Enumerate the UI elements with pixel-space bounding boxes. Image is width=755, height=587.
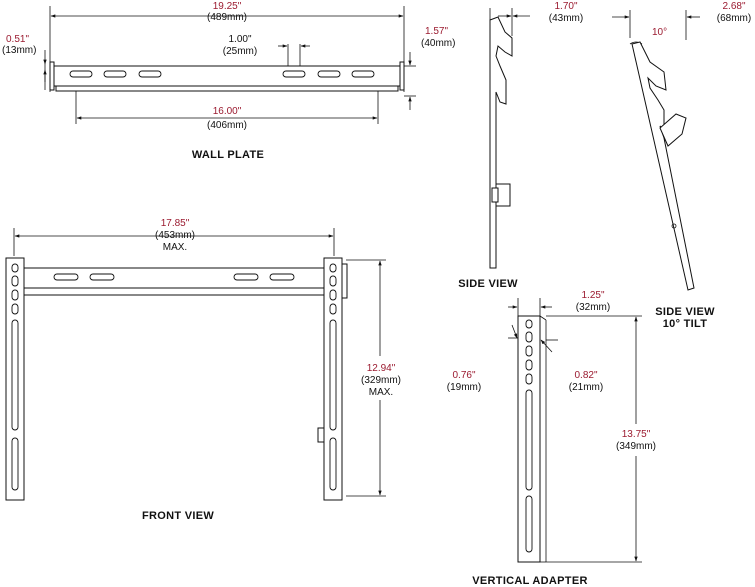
front-width-note: MAX.: [163, 242, 187, 253]
center-span-in: 16.00": [213, 106, 242, 117]
front-width-in: 17.85": [161, 218, 190, 229]
tilt-profile: [631, 41, 695, 291]
front-width-mm: (453mm): [155, 230, 195, 241]
front-height-note: MAX.: [369, 387, 393, 398]
side-view: 1.70" (43mm) SIDE VIEW: [458, 1, 583, 290]
vertical-adapter-title: VERTICAL ADAPTER: [472, 575, 587, 587]
adapter-length-in: 13.75": [622, 429, 651, 440]
front-view-title: FRONT VIEW: [142, 510, 214, 522]
side-view-title: SIDE VIEW: [458, 278, 518, 290]
plate-height-mm: (40mm): [421, 38, 455, 49]
front-height-mm: (329mm): [361, 375, 401, 386]
wall-plate-view: 19.25" (489mm) 1.00" (25mm) 0.51" (13mm)…: [2, 1, 455, 161]
adapter-left-offset-in: 0.76": [452, 370, 475, 381]
tilt-depth-mm: (68mm): [717, 13, 751, 24]
adapter-slot-offset-in: 0.82": [574, 370, 597, 381]
adapter-left-offset-mm: (19mm): [447, 382, 481, 393]
adapter-width-in: 1.25": [581, 290, 604, 301]
slot-spacing-in: 1.00": [228, 34, 251, 45]
left-offset-in: 0.51": [6, 34, 29, 45]
tilt-title-line1: SIDE VIEW: [655, 306, 715, 318]
side-depth-mm: (43mm): [549, 13, 583, 24]
side-depth-in: 1.70": [554, 1, 577, 12]
side-view-tilt: 2.68" (68mm) 10° SIDE VIEW 10° TILT: [612, 1, 751, 330]
wall-plate: [49, 65, 405, 87]
wall-plate-width-mm: (489mm): [207, 12, 247, 23]
front-view: 17.85" (453mm) MAX. 12.94" (32: [5, 218, 401, 522]
tilt-depth-in: 2.68": [722, 1, 745, 12]
tilt-title-line2: 10° TILT: [663, 318, 708, 330]
tilt-angle: 10°: [652, 27, 667, 38]
side-profile: [489, 16, 513, 269]
left-offset-mm: (13mm): [2, 45, 36, 56]
front-height-in: 12.94": [367, 363, 396, 374]
plate-height-in: 1.57": [425, 26, 448, 37]
adapter-length-mm: (349mm): [616, 441, 656, 452]
adapter-width-mm: (32mm): [576, 302, 610, 313]
center-span-mm: (406mm): [207, 120, 247, 131]
adapter-slot-offset-mm: (21mm): [569, 382, 603, 393]
wall-plate-width-in: 19.25": [213, 1, 242, 12]
wall-plate-title: WALL PLATE: [192, 149, 264, 161]
vertical-adapter-view: 1.25" (32mm) 0.76" (19mm) 0.82" (21mm) 1…: [447, 290, 656, 587]
slot-spacing-mm: (25mm): [223, 46, 257, 57]
